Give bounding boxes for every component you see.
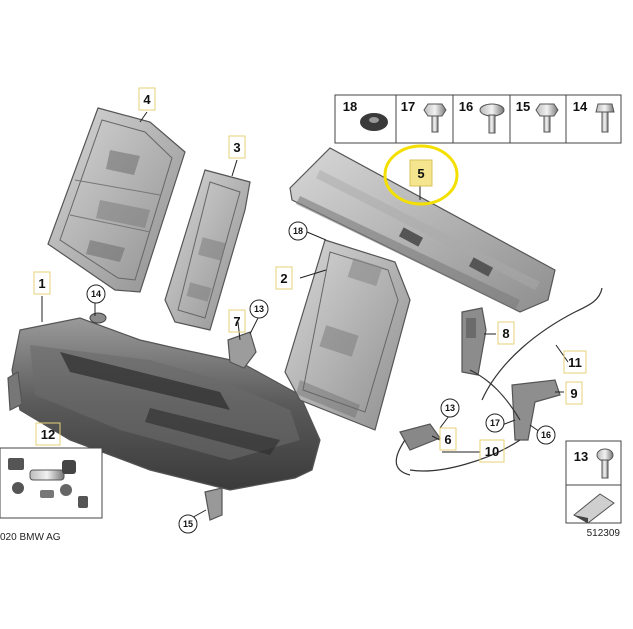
panel-label-13: 13 — [574, 449, 588, 464]
label-10: 10 — [485, 444, 499, 459]
panel-label-14: 14 — [573, 99, 588, 114]
circle-label-15: 15 — [183, 519, 193, 529]
backrest-frame-left-part — [47, 107, 186, 293]
label-5: 5 — [417, 166, 424, 181]
label-11: 11 — [568, 355, 582, 370]
bracket-7-part — [227, 331, 257, 369]
label-2: 2 — [280, 271, 287, 286]
bolt-15 — [535, 103, 559, 133]
panel-label-15: 15 — [516, 99, 530, 114]
panel-label-16: 16 — [459, 99, 473, 114]
backrest-frame-narrow-part — [164, 169, 251, 331]
latch-8-part — [461, 307, 487, 376]
pin — [29, 469, 65, 481]
cross-member-part — [289, 147, 556, 313]
cables — [409, 287, 603, 472]
fastener-panel: 18 17 16 15 14 — [334, 94, 622, 144]
highlighted-part-5: 5 — [383, 144, 459, 206]
seat-cushion-part — [7, 312, 321, 521]
diagram-number: 512309 — [587, 528, 621, 539]
label-3: 3 — [233, 140, 240, 155]
circle-label-16: 16 — [541, 430, 551, 440]
direction-arrow-panel — [565, 484, 622, 524]
clip-b — [62, 460, 76, 474]
bolt-17 — [423, 103, 447, 133]
label-8: 8 — [502, 326, 509, 341]
circle-label-18: 18 — [293, 226, 303, 236]
bolt-16 — [479, 103, 505, 134]
bolt-13 — [596, 448, 614, 479]
panel-label-18: 18 — [343, 99, 357, 114]
clip-a — [8, 458, 24, 470]
circled-labels: 14 18 13 13 17 16 15 — [86, 221, 556, 534]
bolt-14 — [595, 103, 615, 133]
part-12-panel — [0, 447, 103, 519]
circle-label-13: 13 — [254, 304, 264, 314]
bracket-9-part — [511, 379, 561, 441]
label-12: 12 — [41, 427, 55, 442]
circle-label-13-lower: 13 — [445, 403, 455, 413]
label-boxes — [33, 87, 587, 463]
copyright-text: 020 BMW AG — [0, 532, 61, 543]
label-9: 9 — [570, 386, 577, 401]
release-handle-6-part — [395, 423, 441, 476]
panel-label-17: 17 — [401, 99, 415, 114]
label-4: 4 — [143, 92, 151, 107]
fastener-13-panel: 13 — [565, 440, 622, 486]
label-6: 6 — [444, 432, 451, 447]
circle-label-14: 14 — [91, 289, 101, 299]
label-7: 7 — [233, 314, 240, 329]
backrest-frame-right-part — [284, 239, 411, 431]
circle-label-17: 17 — [490, 418, 500, 428]
label-1: 1 — [38, 276, 45, 291]
